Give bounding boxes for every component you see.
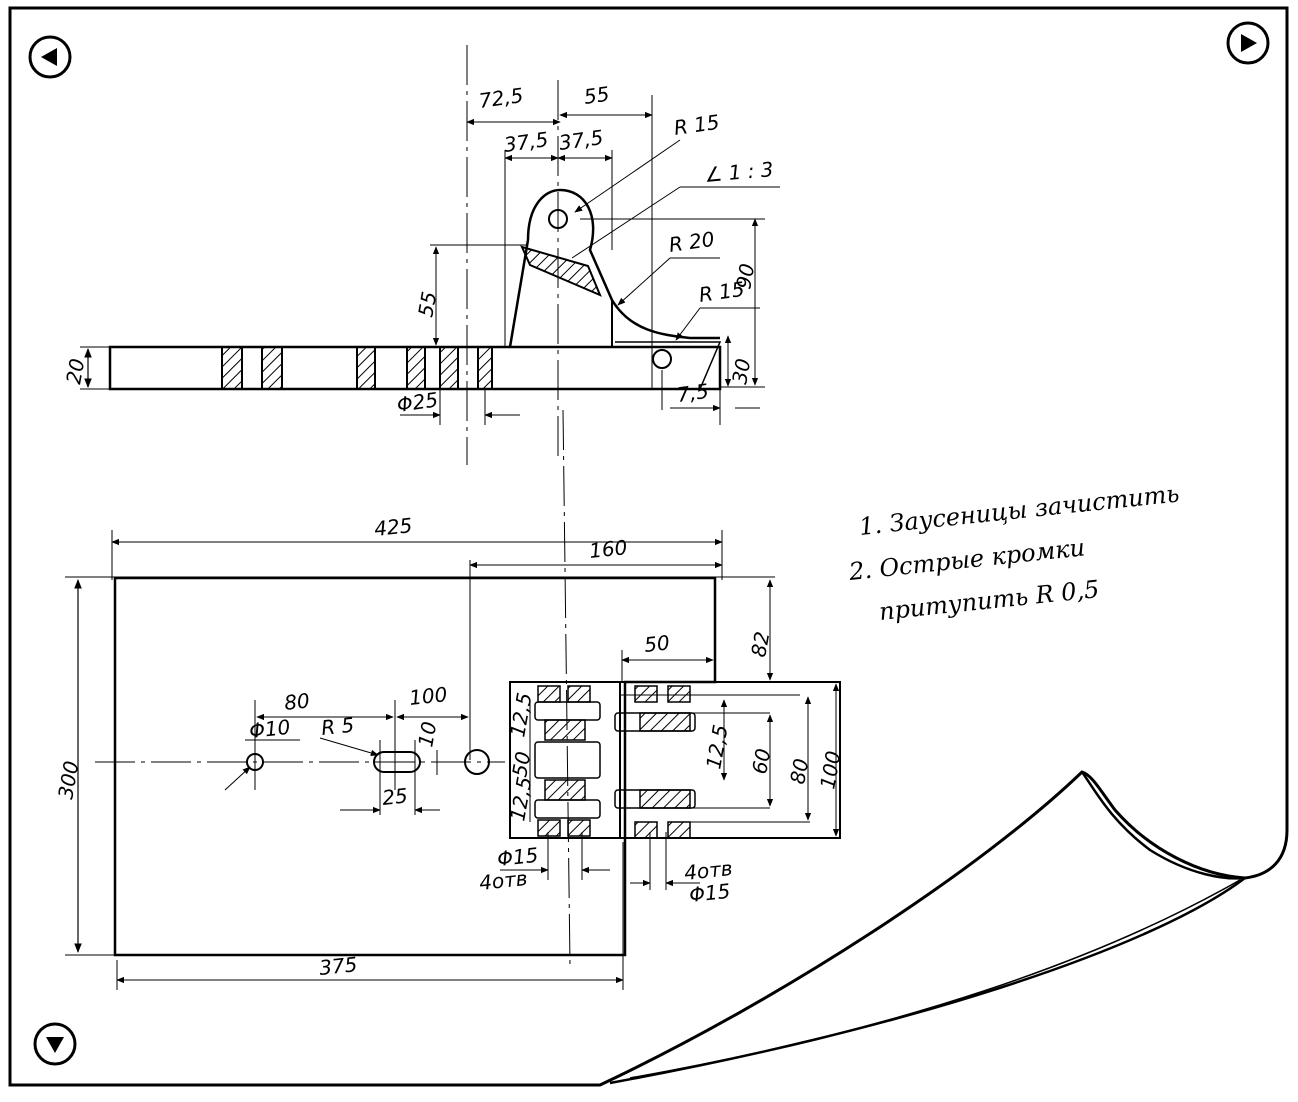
dia-15-right: Φ15 xyxy=(688,879,731,907)
front-view-labels: 72,5 55 37,5 37,5 R 15 ∠ 1 : 3 R 20 R 15… xyxy=(61,82,774,417)
radius-5: R 5 xyxy=(320,713,355,740)
dim-7-5: 7,5 xyxy=(675,379,710,407)
arrow-right-icon xyxy=(1241,34,1257,52)
arrow-down-icon xyxy=(46,1037,64,1053)
next-page-button[interactable] xyxy=(1226,21,1270,65)
front-view xyxy=(80,45,780,465)
dim-25: 25 xyxy=(381,783,409,810)
dim-20: 20 xyxy=(61,357,89,386)
dia-15-left: Φ15 xyxy=(496,843,539,871)
dia-10: Φ10 xyxy=(248,715,291,743)
dim-60: 60 xyxy=(747,747,775,776)
prev-page-button[interactable] xyxy=(28,35,72,79)
dim-160: 160 xyxy=(588,535,628,563)
dim-50-v: 50 xyxy=(507,750,535,779)
dim-80: 80 xyxy=(283,688,311,715)
dim-10: 10 xyxy=(413,720,441,749)
plan-view xyxy=(65,409,841,990)
dim-82: 82 xyxy=(746,630,774,659)
dim-30: 30 xyxy=(727,357,755,386)
dia-25: Φ25 xyxy=(395,387,439,417)
dim-375: 375 xyxy=(318,952,358,980)
dim-425: 425 xyxy=(373,513,413,541)
paper-sheet xyxy=(8,6,1289,1087)
down-page-button[interactable] xyxy=(33,1022,77,1066)
arrow-left-icon xyxy=(41,48,57,66)
dim-55-top: 55 xyxy=(582,82,611,109)
page-curl-inner xyxy=(629,879,1241,1079)
dim-90: 90 xyxy=(731,262,759,291)
plan-view-labels: 425 160 50 82 80 100 Φ10 R 5 10 25 300 1… xyxy=(53,513,845,980)
holes-count-left: 4отв xyxy=(478,866,529,895)
dim-100-top: 100 xyxy=(408,682,448,710)
dim-55-left: 55 xyxy=(413,290,441,319)
dim-50: 50 xyxy=(643,630,671,657)
holes-count-right: 4отв xyxy=(683,856,734,885)
dim-80-v: 80 xyxy=(785,757,813,786)
